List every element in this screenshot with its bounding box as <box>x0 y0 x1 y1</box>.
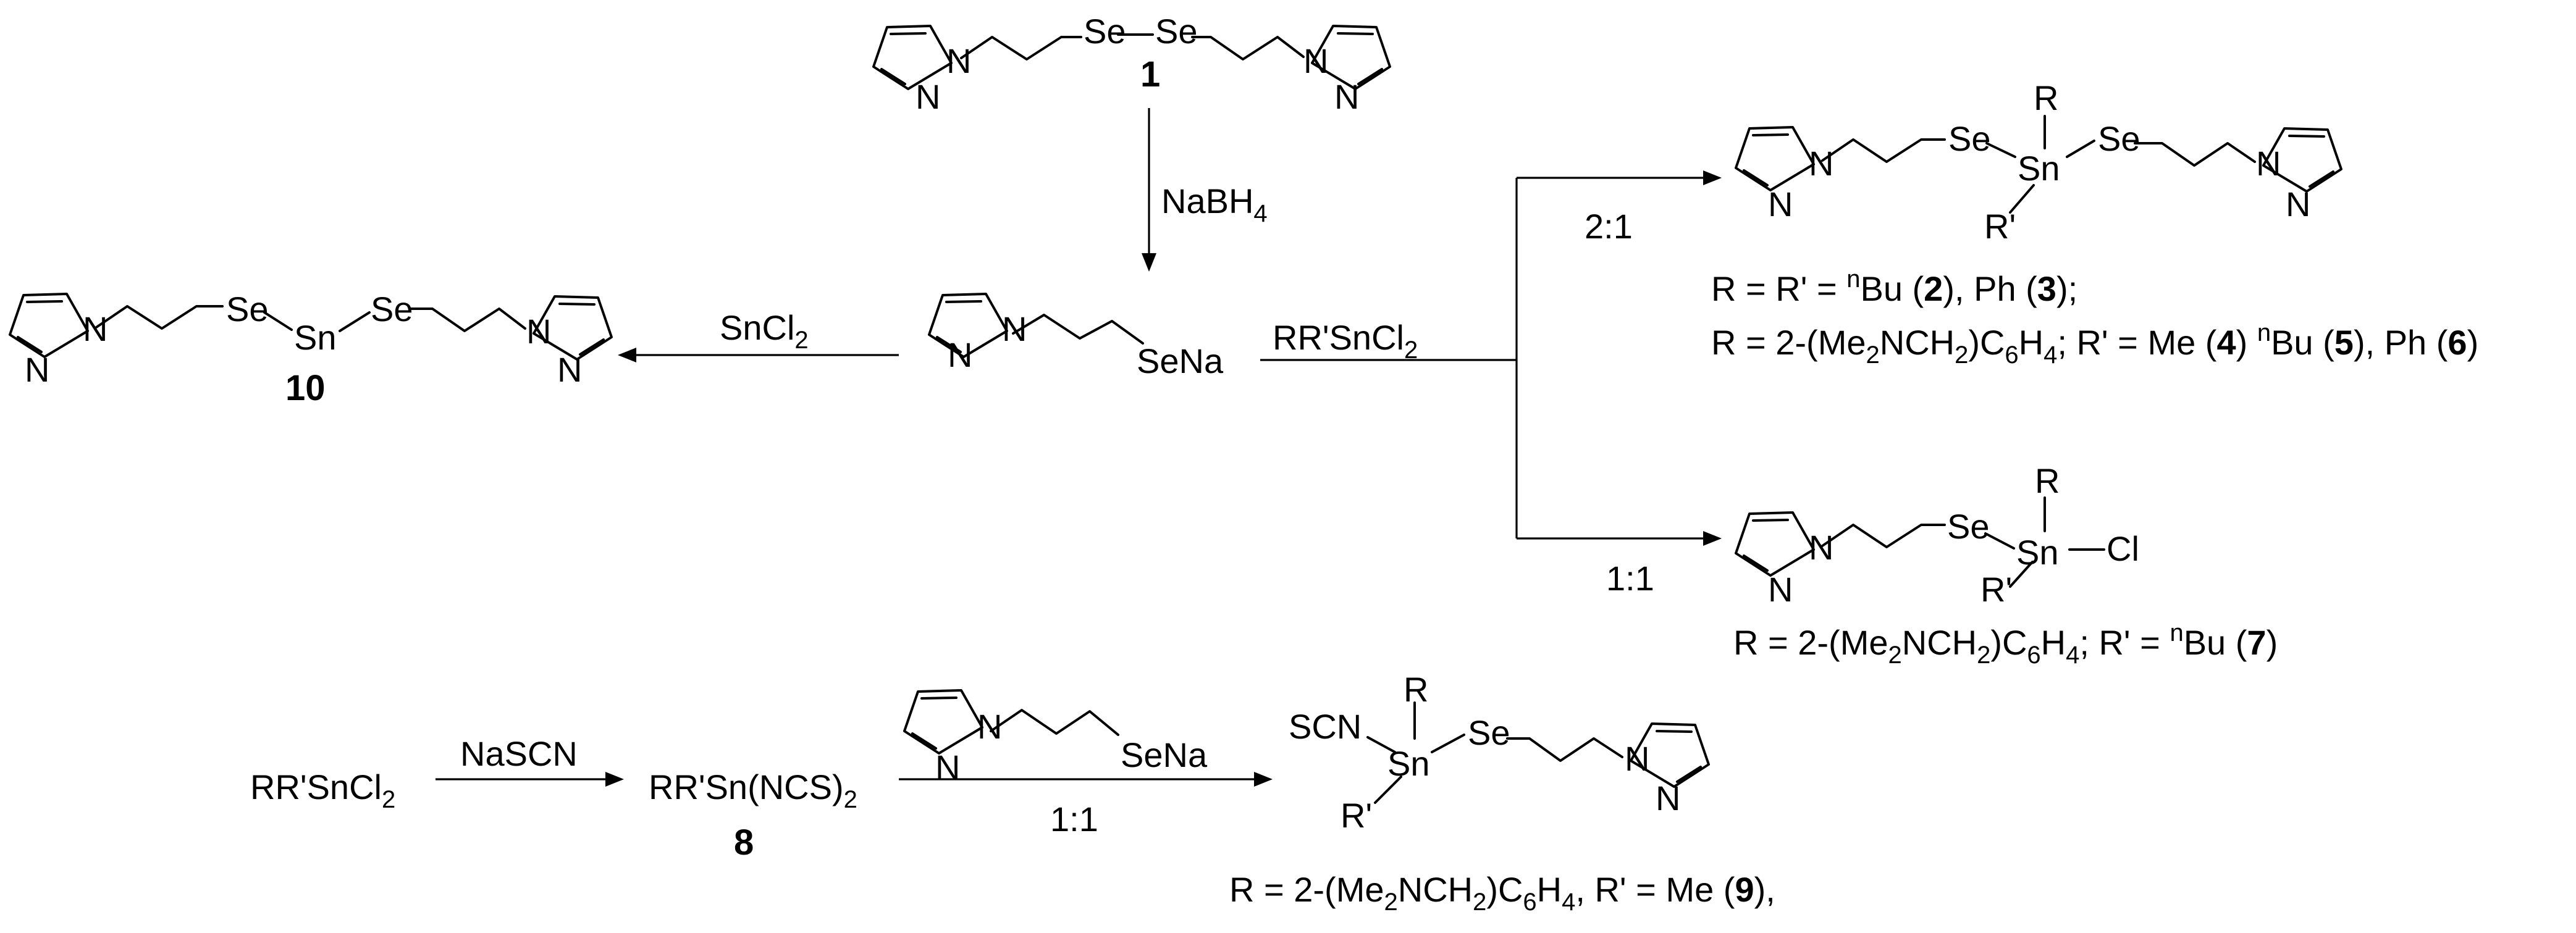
arrow-head <box>618 348 636 362</box>
atom-n: N <box>977 707 1002 746</box>
atom-n: N <box>1303 41 1328 80</box>
atom-n: N <box>83 309 107 348</box>
arrow-head <box>1254 772 1273 787</box>
atom-n: N <box>1625 739 1649 778</box>
atom-n: N <box>1809 528 1833 567</box>
reactant-rrsncl2: RR'SnCl2 <box>250 768 395 813</box>
compound-9-structure <box>1366 701 1710 804</box>
atom-n: N <box>1656 779 1680 818</box>
atom-se: Se <box>2098 119 2140 158</box>
compound-7-structure <box>1735 496 2105 588</box>
compound-number: 1 <box>1140 54 1160 94</box>
atom-sena: SeNa <box>1137 341 1224 380</box>
atom-r-prime: R' <box>1980 570 2012 609</box>
atom-n: N <box>946 41 971 80</box>
intermediate-8: RR'Sn(NCS)2 <box>649 768 857 813</box>
arrow-head <box>605 772 624 787</box>
atom-n: N <box>557 350 582 389</box>
atom-r: R <box>2035 461 2060 500</box>
atom-n: N <box>1334 77 1359 116</box>
compound-number: 8 <box>734 822 754 863</box>
reagent-sncl2: SnCl2 <box>720 308 809 354</box>
arrow-head <box>1703 531 1722 546</box>
caption-compound-7: R = 2-(Me2NCH2)C6H4; R' = nBu (7) <box>1733 619 2278 669</box>
atom-cl: Cl <box>2107 529 2139 568</box>
ratio-1-1: 1:1 <box>1606 559 1654 598</box>
atom-n: N <box>915 77 940 116</box>
atom-n: N <box>526 312 551 351</box>
atom-n: N <box>25 350 49 389</box>
atom-se: Se <box>1947 507 1990 546</box>
arrow-head <box>1142 253 1156 272</box>
atom-n: N <box>935 748 960 787</box>
arrow-head <box>1703 170 1722 185</box>
atom-n: N <box>2286 185 2310 224</box>
sodium-selenolate-structure <box>928 293 1144 358</box>
atom-scn: SCN <box>1289 707 1362 746</box>
atom-r: R <box>2034 78 2058 117</box>
atom-sn: Sn <box>2018 149 2060 188</box>
atom-sn: Sn <box>1387 744 1430 783</box>
compound-number: 10 <box>285 368 326 408</box>
atom-n: N <box>1768 570 1793 609</box>
atom-se: Se <box>1084 12 1126 51</box>
atom-n: N <box>1002 309 1027 348</box>
compounds-2-6-structure <box>1735 115 2342 214</box>
atom-sn: Sn <box>294 318 337 357</box>
ratio-2-1: 2:1 <box>1585 207 1633 246</box>
sodium-selenolate-reagent <box>903 689 1119 755</box>
compound-10-structure <box>9 293 613 361</box>
atom-n: N <box>1809 144 1833 183</box>
reagent-nabh4: NaBH4 <box>1161 182 1268 227</box>
atom-sn: Sn <box>2016 533 2059 572</box>
atom-se: Se <box>1468 713 1510 752</box>
caption-compounds-2-3: R = R' = nBu (2), Ph (3); <box>1711 266 2077 308</box>
atom-n: N <box>948 335 972 374</box>
ratio-1-1: 1:1 <box>1050 800 1098 839</box>
caption-compounds-4-6: R = 2-(Me2NCH2)C6H4; R' = Me (4) nBu (5)… <box>1711 319 2478 369</box>
reagent-rrsncl2: RR'SnCl2 <box>1273 318 1418 364</box>
atom-se: Se <box>226 290 269 328</box>
atom-n: N <box>2256 144 2281 183</box>
atom-r: R <box>1404 670 1428 709</box>
atom-se: Se <box>1948 119 1991 158</box>
caption-compound-9: R = 2-(Me2NCH2)C6H4, R' = Me (9), <box>1229 870 1775 916</box>
atom-sena: SeNa <box>1121 735 1208 774</box>
reagent-nascn: NaSCN <box>460 734 578 773</box>
atom-n: N <box>1768 185 1793 224</box>
atom-r-prime: R' <box>1984 207 2016 246</box>
compound-1-structure <box>872 25 1391 90</box>
atom-se: Se <box>371 290 413 328</box>
atom-se: Se <box>1155 12 1198 51</box>
atom-r-prime: R' <box>1341 796 1372 835</box>
